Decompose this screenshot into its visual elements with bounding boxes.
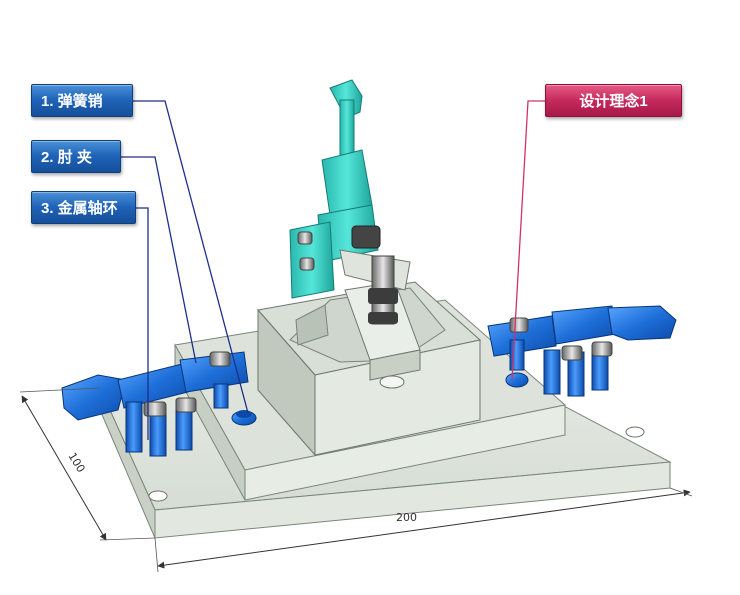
right-toggle-clamp: [487, 305, 677, 397]
center-block: [257, 281, 482, 457]
dimension-lines: [19, 387, 693, 573]
leader-lines: [121, 100, 545, 440]
callout-metal-ring: 3. 金属轴环: [31, 191, 136, 224]
callout-design-concept: 设计理念1: [545, 84, 682, 117]
callout-spring-pin: 1. 弹簧销: [31, 84, 133, 117]
vertical-toggle-clamp: [289, 79, 411, 325]
dimension-width-label: 200: [396, 511, 417, 524]
callout-elbow-clamp: 2. 肘 夹: [31, 140, 121, 173]
